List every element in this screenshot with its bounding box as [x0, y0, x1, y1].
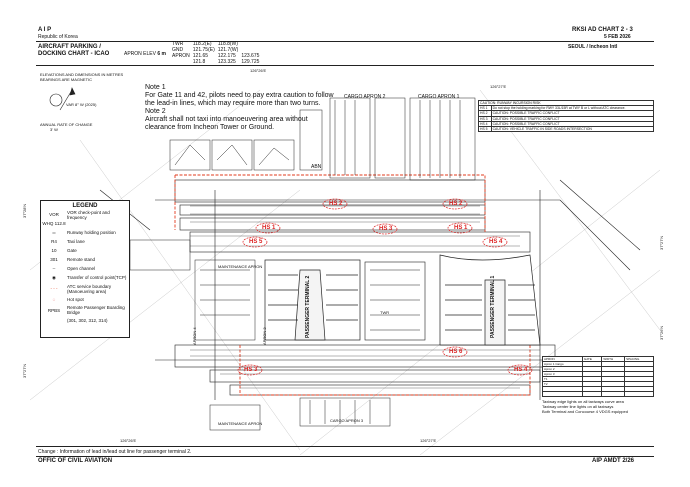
hot-spot-label: HS 4	[489, 239, 503, 245]
change-note: Change : Information of lead in/lead out…	[38, 449, 192, 455]
country-label: Republic of Korea	[38, 34, 78, 40]
terminal-1-label: PASSENGER TERMINAL 1	[490, 275, 496, 338]
hot-spot-label: HS 1	[454, 225, 468, 231]
lat-label: 37°27'N	[659, 235, 664, 250]
office-label: OFFIC OF CIVIL AVIATION	[38, 458, 113, 464]
lon-label: 126°27'E	[490, 84, 507, 89]
gate-footnote: Taxiway edge lights on all taxiways curv…	[542, 399, 624, 404]
north-arrow	[49, 87, 76, 111]
lon-label: 126°27'E	[420, 438, 437, 443]
annual-rate-1: ANNUAL RATE OF CHANGE	[40, 122, 93, 127]
terminal-2-building	[264, 259, 361, 341]
cargo-apron-3-label: CARGO APRON 3	[330, 418, 364, 423]
maintenance-apron-label: MAINTENANCE APRON	[218, 264, 263, 269]
footer-rule-2	[36, 456, 654, 457]
apron-3-label: APRON 3	[262, 327, 267, 345]
header-rule-2	[36, 65, 654, 66]
cargo-aprons	[299, 97, 476, 181]
twr-label: TWR	[380, 310, 390, 315]
stand-lines	[190, 205, 540, 389]
apron-elev: APRON ELEV 6 m	[124, 51, 166, 57]
hot-spot-label: HS 4	[514, 367, 528, 373]
annual-rate-2: 3' W	[50, 127, 58, 132]
hot-spot-label: HS 6	[449, 349, 463, 355]
hot-spot-label: HS 3	[244, 367, 258, 373]
gate-footnote: Both Terminal and Concourse 4 VDGS equip…	[542, 409, 628, 414]
lat-label: 37°27'N	[22, 363, 27, 378]
legend-item: - - -ATC service boundary (Manoeuvring a…	[50, 283, 112, 294]
legend-item: ◌Hot spot	[52, 297, 84, 302]
elev-note-1: ELEVATIONS AND DIMENSIONS IN METRES	[40, 72, 124, 77]
var-label: VAR 8° W (2025)	[66, 102, 97, 107]
legend-item: WHQ 112.8	[42, 221, 66, 226]
legend-item: ◉Transfer of control point(TCP)	[52, 274, 127, 281]
apron-4-label: APRON 4	[192, 327, 197, 345]
lat-label: 37°26'N	[659, 325, 664, 340]
hot-spot-label: HS 2	[449, 201, 463, 207]
chart-title-1: AIRCRAFT PARKING /	[38, 44, 101, 50]
header-rule	[36, 41, 654, 42]
hot-spot-label: HS 1	[262, 225, 276, 231]
lat-label: 37°28'N	[22, 203, 27, 218]
concourse	[364, 261, 426, 341]
hot-spot-label: HS 5	[249, 239, 263, 245]
legend-item: ═Runway holding position	[52, 230, 116, 235]
terminal-1-building	[439, 254, 541, 346]
chart-date: 5 FEB 2026	[604, 34, 631, 40]
cargo-apron-2-label: CARGO APRON 2	[344, 94, 386, 100]
chart-title-2: DOCKING CHART - ICAO	[38, 51, 110, 57]
footer-rule	[36, 446, 654, 447]
amdt-label: AIP AMDT 2/26	[592, 458, 635, 464]
note-1: Note 1 For Gate 11 and 42, pilots need t…	[145, 84, 334, 131]
hot-spot-label: HS 3	[379, 226, 393, 232]
elev-note-2: BEARINGS ARE MAGNETIC	[40, 77, 93, 82]
cargo-apron-3	[299, 397, 391, 427]
lon-label: 126°26'E	[250, 68, 267, 73]
runway-edges	[99, 179, 641, 271]
hot-spot-markers	[237, 198, 533, 376]
legend-title: LEGEND	[72, 203, 98, 209]
cargo-apron-1-label: CARGO APRON 1	[418, 94, 460, 100]
inset-diagrams	[169, 139, 295, 171]
abn-label: ABN	[311, 164, 322, 170]
terminal-2-label: PASSENGER TERMINAL 2	[305, 275, 311, 338]
gate-footnote: Taxiway center line lights on all taxiwa…	[542, 404, 614, 409]
apron-left-structures	[129, 239, 261, 431]
maintenance-apron-label-2: MAINTENANCE APRON	[218, 421, 263, 426]
legend-item: (301, 302, 312, 314)	[67, 318, 108, 323]
hot-spot-label: HS 2	[329, 201, 343, 207]
lon-label: 126°26'E	[120, 438, 137, 443]
chart-id: RKSI AD CHART 2 - 3	[572, 27, 633, 33]
location: SEOUL / Incheon Intl	[568, 44, 618, 50]
atc-boundary	[174, 174, 531, 396]
legend-item: ┄Open channel	[52, 265, 96, 272]
aip-label: A I P	[38, 27, 52, 33]
